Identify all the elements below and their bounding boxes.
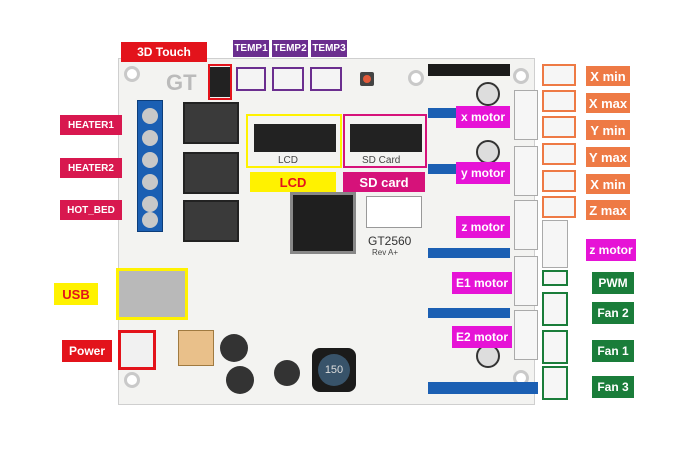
heater2-label: HEATER2 <box>60 158 122 178</box>
z-motor-2-label: z motor <box>586 239 636 261</box>
header-strip <box>428 64 510 76</box>
fan3-label: Fan 3 <box>592 376 634 398</box>
z-motor-2-connector <box>542 220 568 268</box>
heater1-label: HEATER1 <box>60 115 122 135</box>
temp3-connector <box>310 67 342 91</box>
driver-capacitor <box>476 140 500 164</box>
y-min-connector <box>542 116 576 138</box>
fan2-connector <box>542 292 568 326</box>
rev-silk: Rev A+ <box>372 248 399 257</box>
terminal-screw <box>142 196 158 212</box>
mosfet-heatsink <box>183 200 239 242</box>
mosfet-heatsink <box>183 102 239 144</box>
temp2-label: TEMP2 <box>272 40 308 57</box>
x-max-label: X max <box>586 93 630 113</box>
x-max-connector <box>542 90 576 112</box>
terminal-screw <box>142 174 158 190</box>
z-max-label: Z max <box>586 200 630 220</box>
e2-motor-connector <box>514 310 538 360</box>
usb-label: USB <box>54 283 98 305</box>
fuse <box>178 330 214 366</box>
3d-touch-highlight <box>208 64 232 100</box>
mosfet-heatsink <box>183 152 239 194</box>
model-silk: GT2560 <box>368 234 412 248</box>
x-min-2-connector <box>542 170 576 192</box>
y-max-label: Y max <box>586 147 630 167</box>
power-label: Power <box>62 340 112 362</box>
mount-hole <box>513 68 529 84</box>
e1-motor-connector <box>514 256 538 306</box>
z-motor-label: z motor <box>456 216 510 238</box>
mount-hole <box>124 372 140 388</box>
hot-bed-label: HOT_BED <box>60 200 122 220</box>
board-logo: GT <box>166 70 197 95</box>
z-motor-connector <box>514 200 538 250</box>
y-max-connector <box>542 143 576 165</box>
lcd-header-highlight <box>246 114 342 168</box>
y-min-label: Y min <box>586 120 630 140</box>
3d-touch-header <box>208 67 230 97</box>
terminal-screw <box>142 130 158 146</box>
reset-button-cap <box>363 75 371 83</box>
terminal-screw <box>142 212 158 228</box>
temp2-connector <box>272 67 304 91</box>
pwm-connector <box>542 270 568 286</box>
usb-port <box>116 268 188 320</box>
e1-motor-label: E1 motor <box>452 272 512 294</box>
power-connector <box>118 330 156 370</box>
lcd-label: LCD <box>250 172 336 192</box>
terminal-screw <box>142 108 158 124</box>
jumper-strip <box>428 382 538 394</box>
sd-card-label: SD card <box>343 172 425 192</box>
lcd-header <box>254 124 336 152</box>
x-min-label: X min <box>586 66 630 86</box>
sd-silk: SD Card <box>362 155 401 166</box>
x-min-2-label: X min <box>586 174 630 194</box>
z-max-connector <box>542 196 576 218</box>
driver-capacitor <box>476 82 500 106</box>
x-motor-label: x motor <box>456 106 510 128</box>
fan1-label: Fan 1 <box>592 340 634 362</box>
sd-header <box>350 124 422 152</box>
e2-motor-label: E2 motor <box>452 326 512 348</box>
temp1-label: TEMP1 <box>233 40 269 57</box>
sd-header-highlight <box>343 114 427 168</box>
capacitor <box>226 366 254 394</box>
mcu-chip <box>290 192 356 254</box>
capacitor <box>220 334 248 362</box>
x-motor-connector <box>514 90 538 140</box>
x-min-connector <box>542 64 576 86</box>
fan3-connector <box>542 366 568 400</box>
y-motor-label: y motor <box>456 162 510 184</box>
lcd-silk: LCD <box>278 155 299 166</box>
terminal-screw <box>142 152 158 168</box>
fan1-connector <box>542 330 568 364</box>
temp1-connector <box>236 67 266 91</box>
fan2-label: Fan 2 <box>592 302 634 324</box>
pwm-label: PWM <box>592 272 634 294</box>
mount-hole <box>408 70 424 86</box>
mount-hole <box>124 66 140 82</box>
inductor-label: 150 <box>318 354 350 386</box>
y-motor-connector <box>514 146 538 196</box>
dip-table <box>366 196 422 228</box>
jumper-strip <box>428 308 510 318</box>
jumper-strip <box>428 248 510 258</box>
3d-touch-label: 3D Touch <box>121 42 207 62</box>
capacitor <box>274 360 300 386</box>
temp3-label: TEMP3 <box>311 40 347 57</box>
